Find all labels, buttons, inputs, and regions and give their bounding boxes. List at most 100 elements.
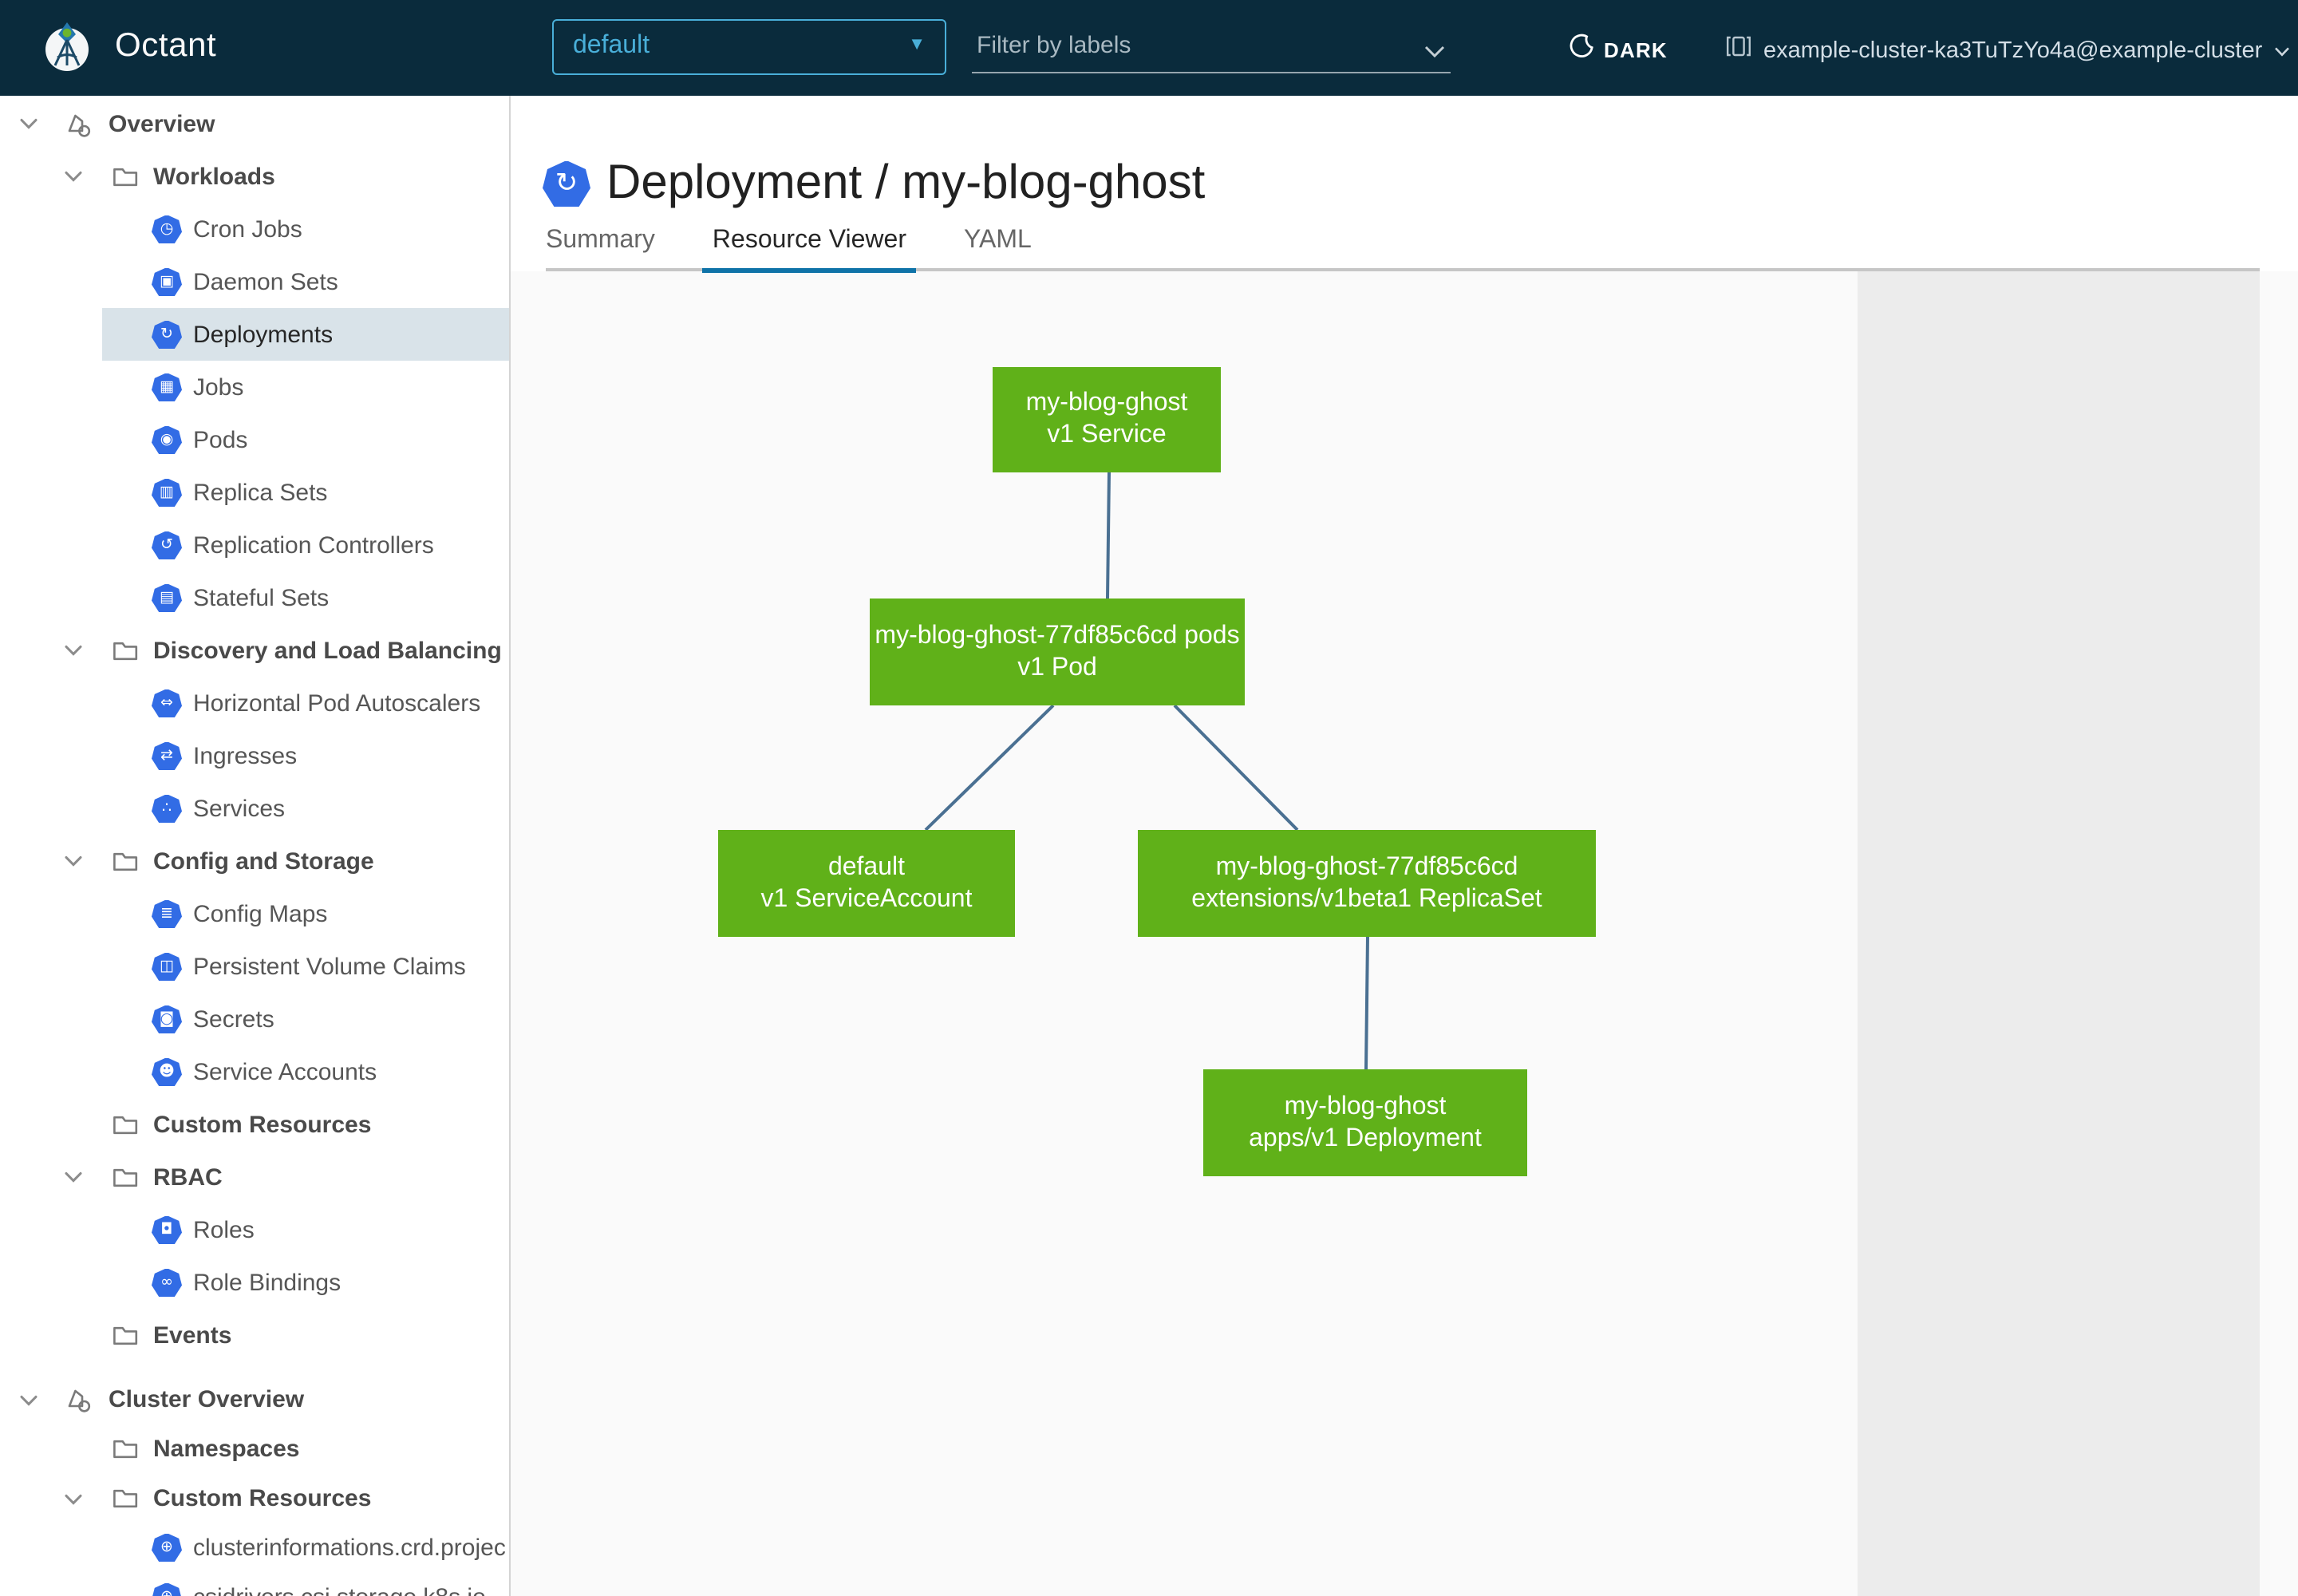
filter-by-labels-input[interactable]: Filter by labels <box>972 21 1451 73</box>
top-header-bar: Octant default ▼ Filter by labels DARK <box>0 0 2298 96</box>
namespace-select-value: default <box>573 32 650 59</box>
chevron-down-icon[interactable] <box>64 1494 83 1507</box>
sidebar-item-label: clusterinformations.crd.projec <box>193 1534 506 1561</box>
sidebar-item-jobs[interactable]: ▦Jobs <box>0 361 509 413</box>
folder-icon <box>112 638 139 662</box>
graph-edge-service-pod <box>1106 472 1111 599</box>
sidebar-item-label: Pods <box>193 426 248 453</box>
graph-edge-pod-replicaset <box>1173 704 1299 832</box>
chevron-down-icon[interactable] <box>19 1395 38 1408</box>
sidebar-item-label: Service Accounts <box>193 1058 377 1085</box>
sidebar-item-config-maps[interactable]: ≣Config Maps <box>0 887 509 940</box>
folder-icon <box>112 849 139 873</box>
tab-yaml[interactable]: YAML <box>964 227 1032 254</box>
chevron-down-icon[interactable] <box>64 855 83 868</box>
daemon-sets-icon: ▣ <box>152 267 182 296</box>
dark-theme-toggle[interactable]: DARK <box>1569 34 1668 67</box>
chevron-down-icon[interactable] <box>19 118 38 131</box>
sidebar-item-daemon-sets[interactable]: ▣ Daemon Sets <box>0 255 509 308</box>
sidebar-item-roles[interactable]: ◘Roles <box>0 1203 509 1256</box>
filter-placeholder: Filter by labels <box>977 32 1131 59</box>
node-name-label: my-blog-ghost-77df85c6cd <box>1215 853 1518 880</box>
stateful-sets-icon: ▤ <box>152 583 182 612</box>
sidebar-item-config-and-storage[interactable]: Config and Storage <box>0 835 509 887</box>
folder-icon <box>112 1323 139 1347</box>
chevron-down-icon[interactable] <box>64 645 83 658</box>
cluster-icon <box>1725 34 1752 67</box>
role-bindings-icon: ∞ <box>152 1268 182 1297</box>
chevron-down-icon[interactable] <box>64 171 83 184</box>
folder-icon <box>112 164 139 188</box>
sidebar-item-label: Stateful Sets <box>193 584 330 611</box>
dark-toggle-label: DARK <box>1604 38 1668 62</box>
sidebar-item-label: Jobs <box>193 373 244 401</box>
sidebar-item-label: Replication Controllers <box>193 531 434 559</box>
sidebar-item-label: Custom Resources <box>153 1484 372 1511</box>
sidebar-item-label: Secrets <box>193 1005 274 1033</box>
sidebar-item-label: Config Maps <box>193 900 328 927</box>
sidebar-item-events[interactable]: Events <box>0 1309 509 1361</box>
cluster-context-selector[interactable]: example-cluster-ka3TuTzYo4a@example-clus… <box>1725 34 2289 67</box>
octant-logo-icon <box>40 19 94 81</box>
sidebar-item-label: Replica Sets <box>193 479 328 506</box>
sidebar-item-label: Deployments <box>193 321 334 348</box>
dropdown-caret-icon: ▼ <box>908 35 926 54</box>
applications-icon <box>64 1385 93 1412</box>
page-title: Deployment / my-blog-ghost <box>606 156 1206 209</box>
sidebar-item-workloads[interactable]: Workloads <box>0 150 509 203</box>
graph-side-panel <box>1858 271 2260 1596</box>
sidebar-item-custom-resources[interactable]: Custom Resources <box>0 1473 509 1523</box>
sidebar-item-custom-resources[interactable]: Custom Resources <box>0 1098 509 1151</box>
namespace-select[interactable]: default ▼ <box>552 19 946 75</box>
sidebar-item-cluster-overview[interactable]: Cluster Overview <box>0 1374 509 1424</box>
chevron-down-icon[interactable] <box>64 1171 83 1184</box>
node-kind-label: apps/v1 Deployment <box>1249 1124 1482 1152</box>
graph-edge-pod-serviceaccount <box>924 704 1055 832</box>
sidebar-item-csidrivers-csi-storage-k8s-io[interactable]: ⊕csidrivers.csi.storage.k8s.io <box>0 1572 509 1596</box>
sidebar-item-label: Daemon Sets <box>193 268 338 295</box>
sidebar-item-stateful-sets[interactable]: ▤ Stateful Sets <box>0 571 509 624</box>
sidebar-item-deployments[interactable]: ↻ Deployments <box>0 308 509 361</box>
chevron-down-icon[interactable] <box>1423 38 1446 67</box>
folder-icon <box>112 1486 139 1510</box>
deployments-icon: ↻ <box>152 320 182 349</box>
node-kind-label: v1 ServiceAccount <box>760 885 973 912</box>
sidebar-item-ingresses[interactable]: ⇄Ingresses <box>0 729 509 782</box>
sidebar-item-discovery-and-load-balancing[interactable]: Discovery and Load Balancing <box>0 624 509 677</box>
moon-icon <box>1569 34 1594 67</box>
sidebar-item-label: Workloads <box>153 163 275 190</box>
sidebar-item-secrets[interactable]: ◙Secrets <box>0 993 509 1045</box>
sidebar-item-horizontal-pod-autoscalers[interactable]: ⇔Horizontal Pod Autoscalers <box>0 677 509 729</box>
sidebar-item-replication-controllers[interactable]: ↺Replication Controllers <box>0 519 509 571</box>
sidebar-item-label: Config and Storage <box>153 847 374 875</box>
sidebar-item-rbac[interactable]: RBAC <box>0 1151 509 1203</box>
applications-icon <box>64 110 93 137</box>
cluster-context-label: example-cluster-ka3TuTzYo4a@example-clus… <box>1763 38 2263 63</box>
sidebar-item-services[interactable]: ∴Services <box>0 782 509 835</box>
sidebar-item-persistent-volume-claims[interactable]: ◫Persistent Volume Claims <box>0 940 509 993</box>
sidebar-item-pods[interactable]: ◉ Pods <box>0 413 509 466</box>
page-title-row: ↻ Deployment / my-blog-ghost <box>543 156 1205 211</box>
sidebar-item-label: Custom Resources <box>153 1111 372 1138</box>
sidebar-item-role-bindings[interactable]: ∞Role Bindings <box>0 1256 509 1309</box>
sidebar-item-namespaces[interactable]: Namespaces <box>0 1424 509 1473</box>
sidebar-item-service-accounts[interactable]: ☻Service Accounts <box>0 1045 509 1098</box>
tab-summary[interactable]: Summary <box>546 227 655 254</box>
sidebar-item-clusterinformations-crd-projec[interactable]: ⊕clusterinformations.crd.projec <box>0 1523 509 1572</box>
tab-resource-viewer[interactable]: Resource Viewer <box>702 227 916 273</box>
sidebar-item-replica-sets[interactable]: ▥Replica Sets <box>0 466 509 519</box>
node-name-label: my-blog-ghost <box>1025 389 1188 417</box>
pods-icon: ◉ <box>152 425 182 454</box>
sidebar-item-overview[interactable]: Overview <box>0 97 509 150</box>
node-name-label: my-blog-ghost-77df85c6cd pods <box>875 622 1240 649</box>
sidebar-item-cron-jobs[interactable]: ◷Cron Jobs <box>0 203 509 255</box>
sidebar-item-label: Overview <box>109 110 215 137</box>
